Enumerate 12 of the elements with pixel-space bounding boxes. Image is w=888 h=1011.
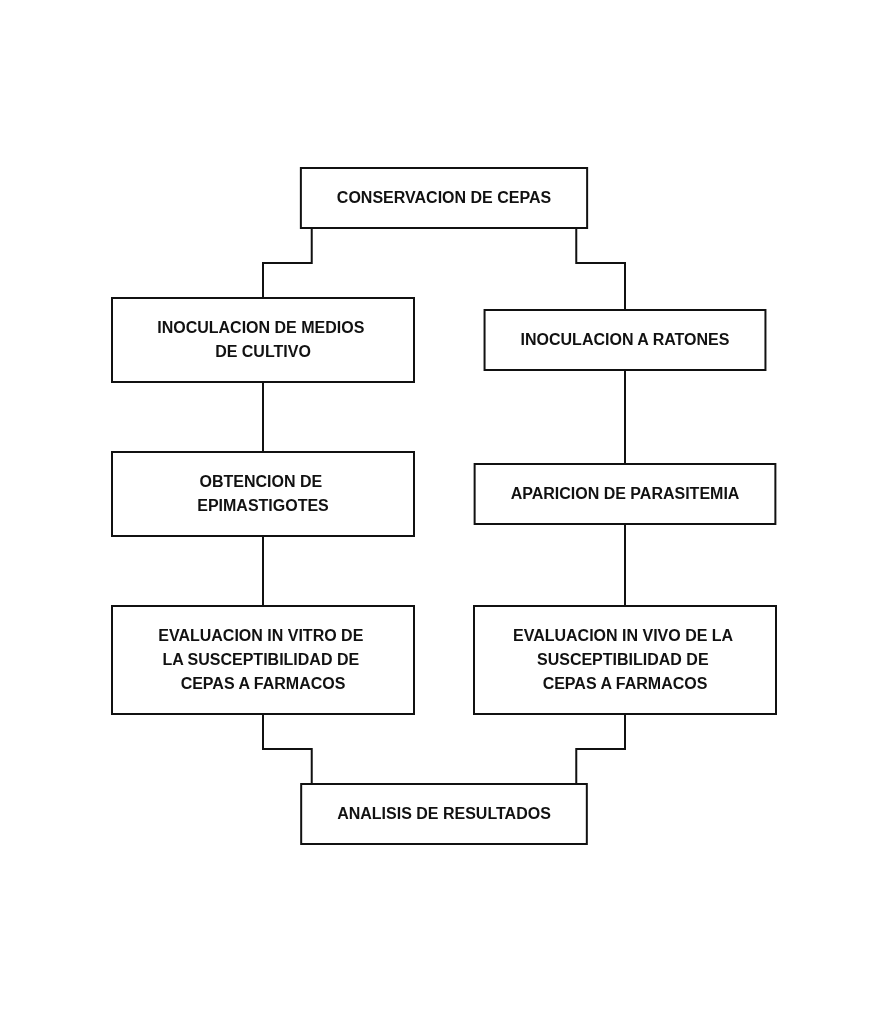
node-box: INOCULACION A RATONES — [483, 308, 767, 371]
node-box: EVALUACION IN VITRO DE LA SUSCEPTIBILIDAD DE CEPAS A FARMACOS — [111, 604, 415, 715]
connector — [262, 534, 264, 607]
node-box: APARICION DE PARASITEMIA — [473, 462, 777, 525]
connector — [624, 368, 626, 465]
node-box: EVALUACION IN VIVO DE LA SUSCEPTIBILIDAD DE CEPAS A FARMACOS — [473, 604, 777, 715]
connector — [624, 522, 626, 607]
connector — [262, 380, 264, 453]
node-box: OBTENCION DE EPIMASTIGOTES — [111, 450, 415, 537]
node-box: INOCULACION DE MEDIOS DE CULTIVO — [111, 296, 415, 383]
node-box: ANALISIS DE RESULTADOS — [300, 782, 588, 845]
node-box: CONSERVACION DE CEPAS — [299, 166, 589, 229]
